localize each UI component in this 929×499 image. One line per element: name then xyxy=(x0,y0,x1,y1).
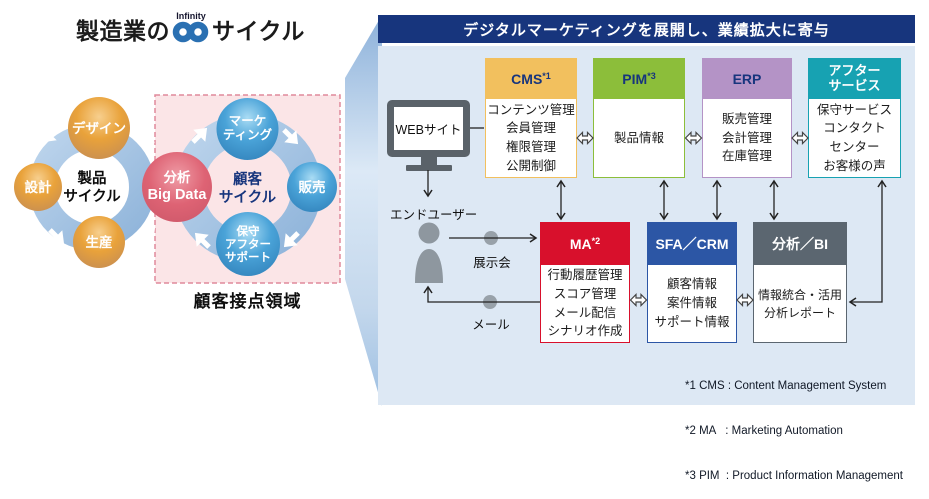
title-prefix: 製造業の xyxy=(76,17,170,44)
erp-item: 在庫管理 xyxy=(721,149,772,164)
ma-box-title: MA*2 xyxy=(569,235,601,252)
infinity-label: Infinity xyxy=(176,11,206,21)
support-label-2: アフター xyxy=(225,237,271,251)
footnote-line: *2 MA : Marketing Automation xyxy=(685,425,843,437)
erp-box-body: 販売管理 会計管理 在庫管理 xyxy=(703,99,791,177)
engineering-label: 設計 xyxy=(25,179,52,195)
engineering-bubble xyxy=(14,163,62,211)
pim-box: PIM*3 製品情報 xyxy=(593,58,685,178)
analysis-bi-item: 分析レポート xyxy=(763,305,836,320)
cms-box: CMS*1 コンテンツ管理 会員管理 権限管理 公開制御 xyxy=(485,58,577,178)
customer-cycle-label-1: 顧客 xyxy=(233,170,262,188)
support-label-1: 保守 xyxy=(236,224,260,238)
analysis-label-2: Big Data xyxy=(148,187,208,203)
page-title: 製造業の Infinity サイクル xyxy=(76,12,305,44)
analysis-bi-box-header: 分析／BI xyxy=(754,223,846,265)
sfa-crm-item: サポート情報 xyxy=(654,314,730,329)
mail-label: メール xyxy=(472,318,510,332)
sfa-crm-box: SFA／CRM 顧客情報 案件情報 サポート情報 xyxy=(647,222,737,343)
cms-box-title: CMS*1 xyxy=(511,70,551,87)
analysis-label-1: 分析 xyxy=(164,169,191,185)
after-service-box-body: 保守サービス コンタクト センター お客様の声 xyxy=(809,99,900,177)
after-service-box-header: アフター サービス xyxy=(809,59,900,99)
ma-item: メール配信 xyxy=(553,305,617,320)
pim-box-header: PIM*3 xyxy=(594,59,684,99)
erp-box-header: ERP xyxy=(703,59,791,99)
website-label: WEBサイト xyxy=(387,100,470,157)
sfa-crm-box-header: SFA／CRM xyxy=(648,223,736,265)
customer-cycle-label-2: サイクル xyxy=(219,189,277,206)
production-label: 生産 xyxy=(86,234,113,250)
mail-node xyxy=(483,295,497,309)
infographic-page: { "title": { "prefix": "製造業の", "infinity… xyxy=(14,11,915,482)
cms-item: 公開制御 xyxy=(505,158,556,173)
footnote-line: *1 CMS : Content Management System xyxy=(685,380,887,392)
cms-item: 権限管理 xyxy=(505,140,556,154)
cms-item: コンテンツ管理 xyxy=(487,102,575,117)
sfa-crm-box-body: 顧客情報 案件情報 サポート情報 xyxy=(648,265,736,342)
infinity-cycle-diagram: デザイン 設計 生産 マーケ ティング 販売 保守 アフター サポート 分析 B… xyxy=(14,94,341,284)
panel-header: デジタルマーケティングを展開し、業績拡大に寄与 xyxy=(378,15,915,43)
marketing-bubble xyxy=(216,98,279,160)
contact-area-label: 顧客接点領域 xyxy=(193,292,302,311)
sfa-crm-item: 案件情報 xyxy=(666,296,717,311)
pim-box-body: 製品情報 xyxy=(594,99,684,177)
pim-box-title: PIM*3 xyxy=(622,70,656,87)
website-monitor-icon: WEBサイト xyxy=(387,100,470,171)
design-label: デザイン xyxy=(72,120,126,136)
sfa-crm-box-title: SFA／CRM xyxy=(655,235,729,252)
title-suffix: サイクル xyxy=(212,17,305,44)
monitor-base xyxy=(405,165,452,171)
monitor-neck xyxy=(420,157,437,165)
after-service-box-title-1: アフター xyxy=(828,63,881,79)
cms-item: 会員管理 xyxy=(505,121,556,136)
after-service-box: アフター サービス 保守サービス コンタクト センター お客様の声 xyxy=(808,58,901,178)
after-service-item: 保守サービス xyxy=(816,102,892,117)
end-user-label: エンドユーザー xyxy=(390,208,478,222)
sales-bubble xyxy=(287,162,337,212)
analysis-bi-box-title: 分析／BI xyxy=(772,235,828,252)
erp-box-title: ERP xyxy=(732,70,762,87)
footnote-line: *3 PIM : Product Information Management xyxy=(685,470,903,482)
product-cycle-label-2: サイクル xyxy=(63,188,121,205)
erp-box: ERP 販売管理 会計管理 在庫管理 xyxy=(702,58,792,178)
marketing-label-2: ティング xyxy=(223,127,273,142)
end-user-person-icon xyxy=(415,222,443,283)
ma-item: 行動履歴管理 xyxy=(547,268,623,282)
production-bubble xyxy=(73,216,125,268)
support-label-3: サポート xyxy=(225,250,271,264)
ma-box: MA*2 行動履歴管理 スコア管理 メール配信 シナリオ作成 xyxy=(540,222,630,343)
ma-box-body: 行動履歴管理 スコア管理 メール配信 シナリオ作成 xyxy=(541,265,629,342)
ma-item: シナリオ作成 xyxy=(547,324,623,339)
analysis-bigdata-bubble xyxy=(142,152,212,222)
marketing-label-1: マーケ xyxy=(229,114,267,128)
sfa-crm-item: 顧客情報 xyxy=(666,277,717,292)
infinity-icon xyxy=(172,21,209,43)
design-bubble xyxy=(68,97,130,159)
after-service-box-title-2: サービス xyxy=(828,78,881,93)
analysis-bi-box-body: 情報統合・活用 分析レポート xyxy=(754,265,846,342)
exhibition-label: 展示会 xyxy=(473,256,511,270)
ma-item: スコア管理 xyxy=(553,286,617,301)
zoom-beam xyxy=(345,15,382,406)
analysis-bi-item: 情報統合・活用 xyxy=(757,287,842,302)
support-bubble xyxy=(216,212,280,276)
after-service-item: お客様の声 xyxy=(823,158,886,173)
after-service-item: センター xyxy=(829,140,880,154)
exhibition-node xyxy=(484,231,498,245)
pim-item: 製品情報 xyxy=(613,130,664,145)
cms-box-header: CMS*1 xyxy=(486,59,576,99)
footnotes: *1 CMS : Content Management System *2 MA… xyxy=(685,349,903,499)
after-service-item: コンタクト xyxy=(823,121,886,136)
product-cycle-label-1: 製品 xyxy=(77,169,107,187)
analysis-bi-box: 分析／BI 情報統合・活用 分析レポート xyxy=(753,222,847,343)
infinity-logo: Infinity xyxy=(171,12,211,43)
erp-item: 会計管理 xyxy=(721,130,772,145)
sales-label: 販売 xyxy=(299,179,326,195)
cms-box-body: コンテンツ管理 会員管理 権限管理 公開制御 xyxy=(486,99,576,177)
ma-box-header: MA*2 xyxy=(541,223,629,265)
erp-item: 販売管理 xyxy=(721,111,772,126)
